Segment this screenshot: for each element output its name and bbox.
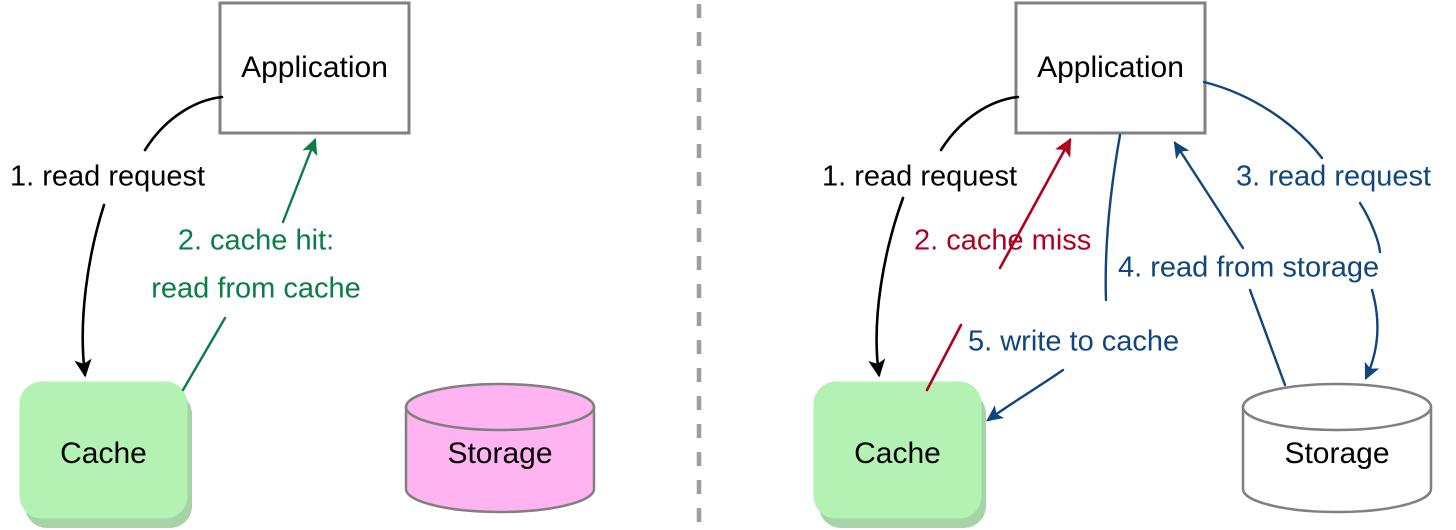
edge-cache-miss: 2. cache miss xyxy=(914,137,1091,392)
edge-read-request-storage-label: 3. read request xyxy=(1236,161,1431,193)
application-box[interactable] xyxy=(218,1,411,135)
storage-top-ellipse xyxy=(404,382,596,432)
cache-box[interactable] xyxy=(813,381,982,519)
edge-read-request-storage-path-lower xyxy=(1364,288,1380,381)
edge-read-request: 1. read request xyxy=(822,95,1020,378)
edge-cache-hit-label-line1: 2. cache hit: xyxy=(178,225,334,257)
cache-node[interactable]: Cache xyxy=(813,381,986,528)
application-node[interactable]: Application xyxy=(218,1,411,135)
cache-label: Cache xyxy=(60,437,147,470)
edge-cache-hit-path-upper xyxy=(281,137,318,224)
edge-read-request-storage: 3. read request xyxy=(1202,80,1431,381)
edge-write-to-cache-path-upper xyxy=(1104,133,1122,302)
edge-cache-miss-path-lower xyxy=(925,323,963,392)
edge-read-from-storage: 4. read from storage xyxy=(1118,141,1379,387)
edge-read-request-path-lower xyxy=(868,196,905,378)
cache-box[interactable] xyxy=(19,381,188,519)
edge-cache-miss-label: 2. cache miss xyxy=(914,225,1091,257)
application-box[interactable] xyxy=(1014,1,1207,135)
edge-cache-hit: 2. cache hit: read from cache xyxy=(151,137,361,392)
edge-cache-hit-path-lower xyxy=(181,316,227,392)
storage-body[interactable] xyxy=(1241,405,1433,514)
edge-write-to-cache-label: 5. write to cache xyxy=(968,326,1179,358)
right-panel-cache-miss: Application Cache Storage 1. read reques… xyxy=(813,1,1433,528)
application-label: Application xyxy=(1037,51,1184,84)
edge-read-request-path-lower xyxy=(74,203,106,378)
edge-read-request-storage-path-upper xyxy=(1202,80,1324,160)
edge-read-from-storage-label: 4. read from storage xyxy=(1118,252,1379,284)
cache-label: Cache xyxy=(854,437,941,470)
edge-read-from-storage-path-upper xyxy=(1173,141,1245,250)
edge-read-request-path-upper xyxy=(939,95,1020,152)
edge-write-to-cache-path-lower xyxy=(986,368,1065,422)
storage-label: Storage xyxy=(1284,437,1389,470)
storage-label: Storage xyxy=(447,437,552,470)
storage-node[interactable]: Storage xyxy=(1241,382,1433,514)
left-panel-cache-hit: Application Cache Storage 1. read reques… xyxy=(10,1,596,528)
edge-cache-hit-label-line2: read from cache xyxy=(151,273,361,305)
edge-read-request-path-upper xyxy=(143,95,224,152)
application-label: Application xyxy=(241,51,388,84)
edge-read-request: 1. read request xyxy=(10,95,224,378)
edge-read-request-label: 1. read request xyxy=(822,161,1017,193)
storage-top-ellipse xyxy=(1241,382,1433,432)
edge-read-request-storage-path-mid xyxy=(1358,201,1382,254)
edge-write-to-cache: 5. write to cache xyxy=(968,133,1179,422)
edge-read-request-label: 1. read request xyxy=(10,161,205,193)
edge-read-from-storage-path-lower xyxy=(1248,288,1287,387)
cache-node[interactable]: Cache xyxy=(19,381,192,528)
application-node[interactable]: Application xyxy=(1014,1,1207,135)
storage-node[interactable]: Storage xyxy=(404,382,596,514)
edge-cache-miss-path-upper xyxy=(998,137,1072,270)
storage-body[interactable] xyxy=(404,405,596,514)
